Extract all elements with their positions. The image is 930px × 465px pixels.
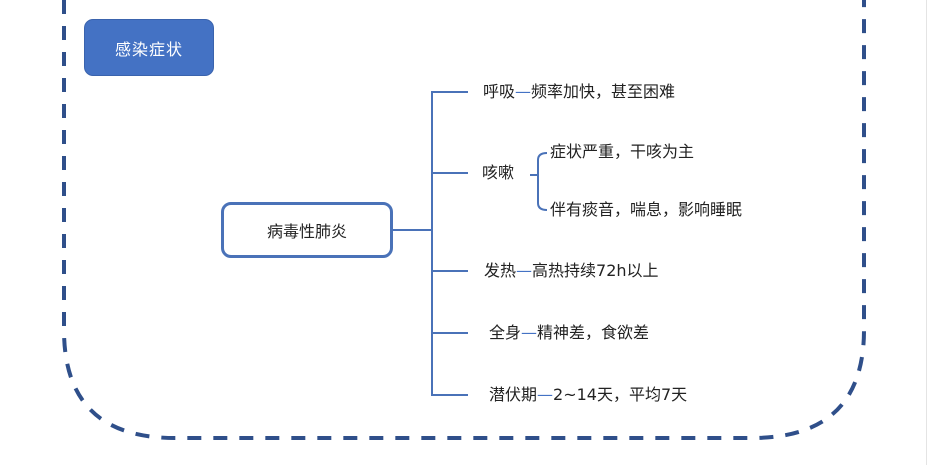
root-node: 病毒性肺炎 xyxy=(221,202,393,258)
branch-detail: 2~14天，平均7天 xyxy=(553,385,688,404)
branch-body: 全身—精神差，食欲差 xyxy=(489,323,649,343)
branch-name: 咳嗽 xyxy=(482,163,515,182)
connector-dash: — xyxy=(516,261,533,280)
branch-fever: 发热—高热持续72h以上 xyxy=(484,261,659,281)
branch-detail: 频率加快，甚至困难 xyxy=(531,82,676,101)
connector-dash: — xyxy=(537,385,554,404)
root-text: 病毒性肺炎 xyxy=(266,222,347,241)
cough-child-2: 伴有痰音，喘息，影响睡眠 xyxy=(550,200,742,220)
branch-name: 全身 xyxy=(489,323,522,342)
branch-incubation: 潜伏期—2~14天，平均7天 xyxy=(489,385,687,405)
branch-name: 潜伏期 xyxy=(489,385,538,404)
branch-name: 发热 xyxy=(484,261,517,280)
right-edge-divider xyxy=(926,0,927,465)
title-badge: 感染症状 xyxy=(84,19,214,76)
branch-breath: 呼吸—频率加快，甚至困难 xyxy=(483,82,675,102)
branch-cough: 咳嗽 xyxy=(482,163,514,183)
child-detail: 症状严重，干咳为主 xyxy=(550,142,695,161)
branch-detail: 高热持续72h以上 xyxy=(532,261,659,280)
cough-bracket xyxy=(530,152,548,211)
connector-dash: — xyxy=(515,82,532,101)
branch-detail: 精神差，食欲差 xyxy=(537,323,650,342)
branch-name: 呼吸 xyxy=(483,82,516,101)
cough-child-1: 症状严重，干咳为主 xyxy=(550,142,694,162)
connector-dash: — xyxy=(521,323,538,342)
title-text: 感染症状 xyxy=(114,39,183,59)
child-detail: 伴有痰音，喘息，影响睡眠 xyxy=(550,200,743,219)
